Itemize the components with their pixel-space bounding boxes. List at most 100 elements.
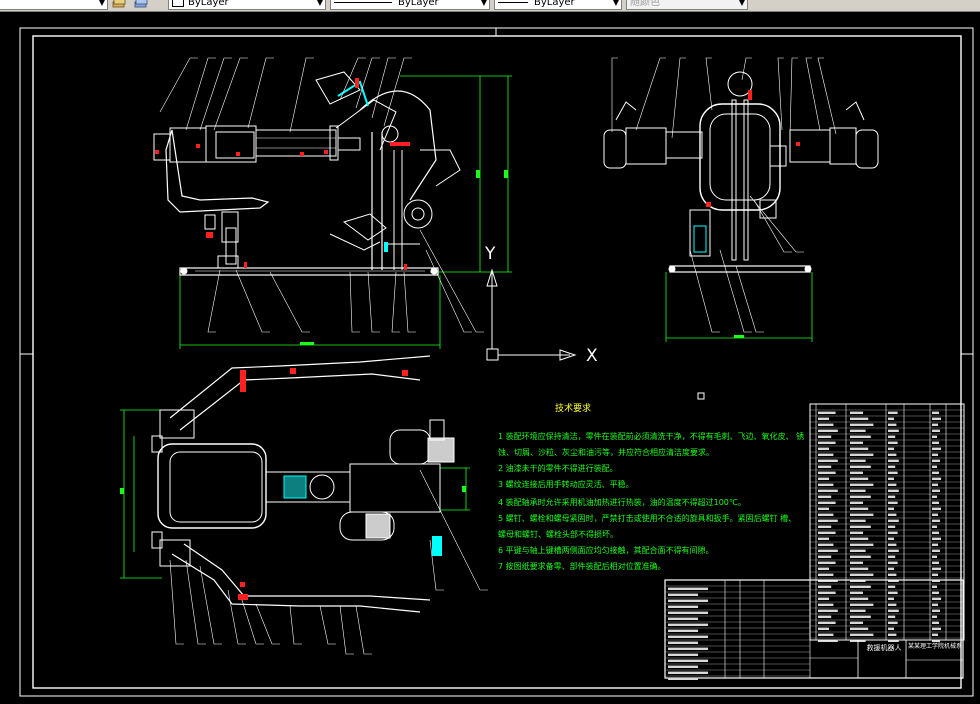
linetype-combo[interactable]: ByLayer ▼ bbox=[330, 0, 490, 10]
bom-cell-text bbox=[888, 435, 896, 438]
bom-cell-text bbox=[888, 417, 894, 420]
bom-cell-text bbox=[850, 537, 869, 540]
bom-cell-text bbox=[818, 597, 829, 600]
lineweight-combo-value: ByLayer bbox=[534, 0, 575, 8]
bom-cell-text bbox=[932, 507, 941, 510]
bom-cell-text bbox=[932, 615, 937, 618]
bom-cell-text bbox=[818, 555, 832, 558]
bom-cell-text bbox=[932, 441, 939, 444]
bom-cell-text bbox=[818, 423, 834, 426]
bom-cell-text bbox=[932, 549, 940, 552]
bom-cell-text bbox=[818, 465, 832, 468]
bom-cell-text bbox=[850, 471, 863, 474]
linetype-sample bbox=[334, 1, 392, 3]
bom-cell-text bbox=[932, 489, 940, 492]
lineweight-combo[interactable]: ByLayer ▼ bbox=[494, 0, 622, 10]
bom-cell-text bbox=[818, 591, 836, 594]
grip-marker bbox=[697, 392, 705, 400]
properties-toolbar: ▼ ByLayer ▼ ByLayer ▼ ByLayer ▼ 随颜色 ▼ bbox=[0, 0, 980, 12]
bom-cell-text bbox=[888, 549, 899, 552]
bom-cell-text bbox=[888, 423, 897, 426]
bom-cell-text bbox=[850, 417, 869, 420]
bom-cell-text bbox=[850, 573, 874, 576]
top-view bbox=[120, 355, 488, 655]
bom-cell-text bbox=[850, 549, 866, 552]
bom-cell-text bbox=[850, 465, 871, 468]
bom-cell-text bbox=[850, 423, 874, 426]
title-block-cell-text bbox=[668, 641, 698, 644]
title-block-cell-text bbox=[668, 653, 698, 656]
bom-cell-text bbox=[818, 429, 838, 432]
chevron-down-icon: ▼ bbox=[738, 0, 745, 7]
bom-cell-text bbox=[888, 447, 894, 450]
bom-cell-text bbox=[818, 417, 829, 420]
bom-cell-text bbox=[850, 531, 863, 534]
bom-cell-text bbox=[888, 525, 896, 528]
bom-cell-text bbox=[888, 483, 897, 486]
bom-cell-text bbox=[818, 585, 832, 588]
tech-requirements-title: 技术要求 bbox=[555, 404, 592, 414]
bom-cell-text bbox=[850, 579, 866, 582]
title-block-cell-text bbox=[668, 623, 708, 626]
bom-cell-text bbox=[888, 531, 898, 534]
drawing-name: 救援机器人 bbox=[866, 644, 902, 652]
bom-cell-text bbox=[888, 555, 896, 558]
bom-cell-text bbox=[932, 435, 937, 438]
title-block-cell-text bbox=[668, 593, 698, 596]
title-block-cell-text bbox=[668, 677, 698, 680]
bom-cell-text bbox=[818, 567, 829, 570]
bom-cell-text bbox=[932, 477, 941, 480]
bom-cell-text bbox=[932, 561, 939, 564]
layer-previous-icon[interactable] bbox=[134, 0, 148, 9]
x-axis-label: X bbox=[586, 346, 598, 366]
ucs-icon bbox=[486, 268, 577, 361]
bom-cell-text bbox=[850, 435, 871, 438]
bom-cell-text bbox=[818, 411, 836, 414]
bom-cell-text bbox=[932, 411, 939, 414]
bom-cell-text bbox=[932, 627, 941, 630]
layer-combo[interactable]: ▼ bbox=[0, 0, 108, 10]
school-name: 某某理工学院机械系 bbox=[908, 643, 963, 650]
y-axis-label: Y bbox=[485, 244, 496, 264]
title-block-cell-text bbox=[668, 659, 708, 662]
bom-cell-text bbox=[932, 423, 938, 426]
model-space-canvas[interactable]: Y X 技术要求 1 装配环境应保持清洁，零件在装配前必须清洗干净，不得有毛刺、… bbox=[0, 12, 980, 704]
bom-cell-text bbox=[888, 609, 899, 612]
bom-rows bbox=[810, 409, 964, 642]
bom-cell-text bbox=[888, 513, 897, 516]
title-block-cell-text bbox=[668, 605, 698, 608]
bom-cell-text bbox=[850, 561, 863, 564]
inner-frame bbox=[32, 35, 962, 689]
bom-cell-text bbox=[818, 579, 838, 582]
bom-cell-text bbox=[850, 519, 866, 522]
bom-cell-text bbox=[888, 429, 899, 432]
bom-cell-text bbox=[932, 591, 939, 594]
color-combo[interactable]: ByLayer ▼ bbox=[168, 0, 326, 10]
bom-cell-text bbox=[932, 573, 938, 576]
bom-cell-text bbox=[932, 639, 940, 642]
bom-cell-text bbox=[850, 525, 871, 528]
bom-cell-text bbox=[888, 597, 894, 600]
layer-stack-icon[interactable] bbox=[112, 0, 126, 9]
bom-cell-text bbox=[888, 477, 894, 480]
bom-cell-text bbox=[932, 483, 938, 486]
bom-cell-text bbox=[932, 531, 939, 534]
title-block-cell-text bbox=[668, 599, 708, 602]
bom-cell-text bbox=[888, 537, 894, 540]
bom-cell-text bbox=[850, 585, 871, 588]
tech-requirement-line: 6 平键与轴上键槽两侧面应均匀接触，其配合面不得有间隙。 bbox=[498, 546, 714, 555]
bom-cell-text bbox=[850, 543, 874, 546]
bom-cell-text bbox=[850, 603, 874, 606]
bom-cell-text bbox=[932, 495, 937, 498]
bom-cell-text bbox=[888, 579, 899, 582]
bom-cell-text bbox=[888, 585, 896, 588]
chevron-down-icon: ▼ bbox=[612, 0, 619, 7]
title-block-cell-text bbox=[668, 647, 708, 650]
bom-cell-text bbox=[932, 579, 940, 582]
bom-cell-text bbox=[888, 639, 899, 642]
bom-cell-text bbox=[818, 513, 834, 516]
tech-requirement-line: 螺母和螺钉、螺栓头部不得损坏。 bbox=[498, 530, 618, 539]
bom-cell-text bbox=[888, 615, 896, 618]
bom-cell-text bbox=[850, 447, 869, 450]
bom-cell-text bbox=[932, 603, 938, 606]
